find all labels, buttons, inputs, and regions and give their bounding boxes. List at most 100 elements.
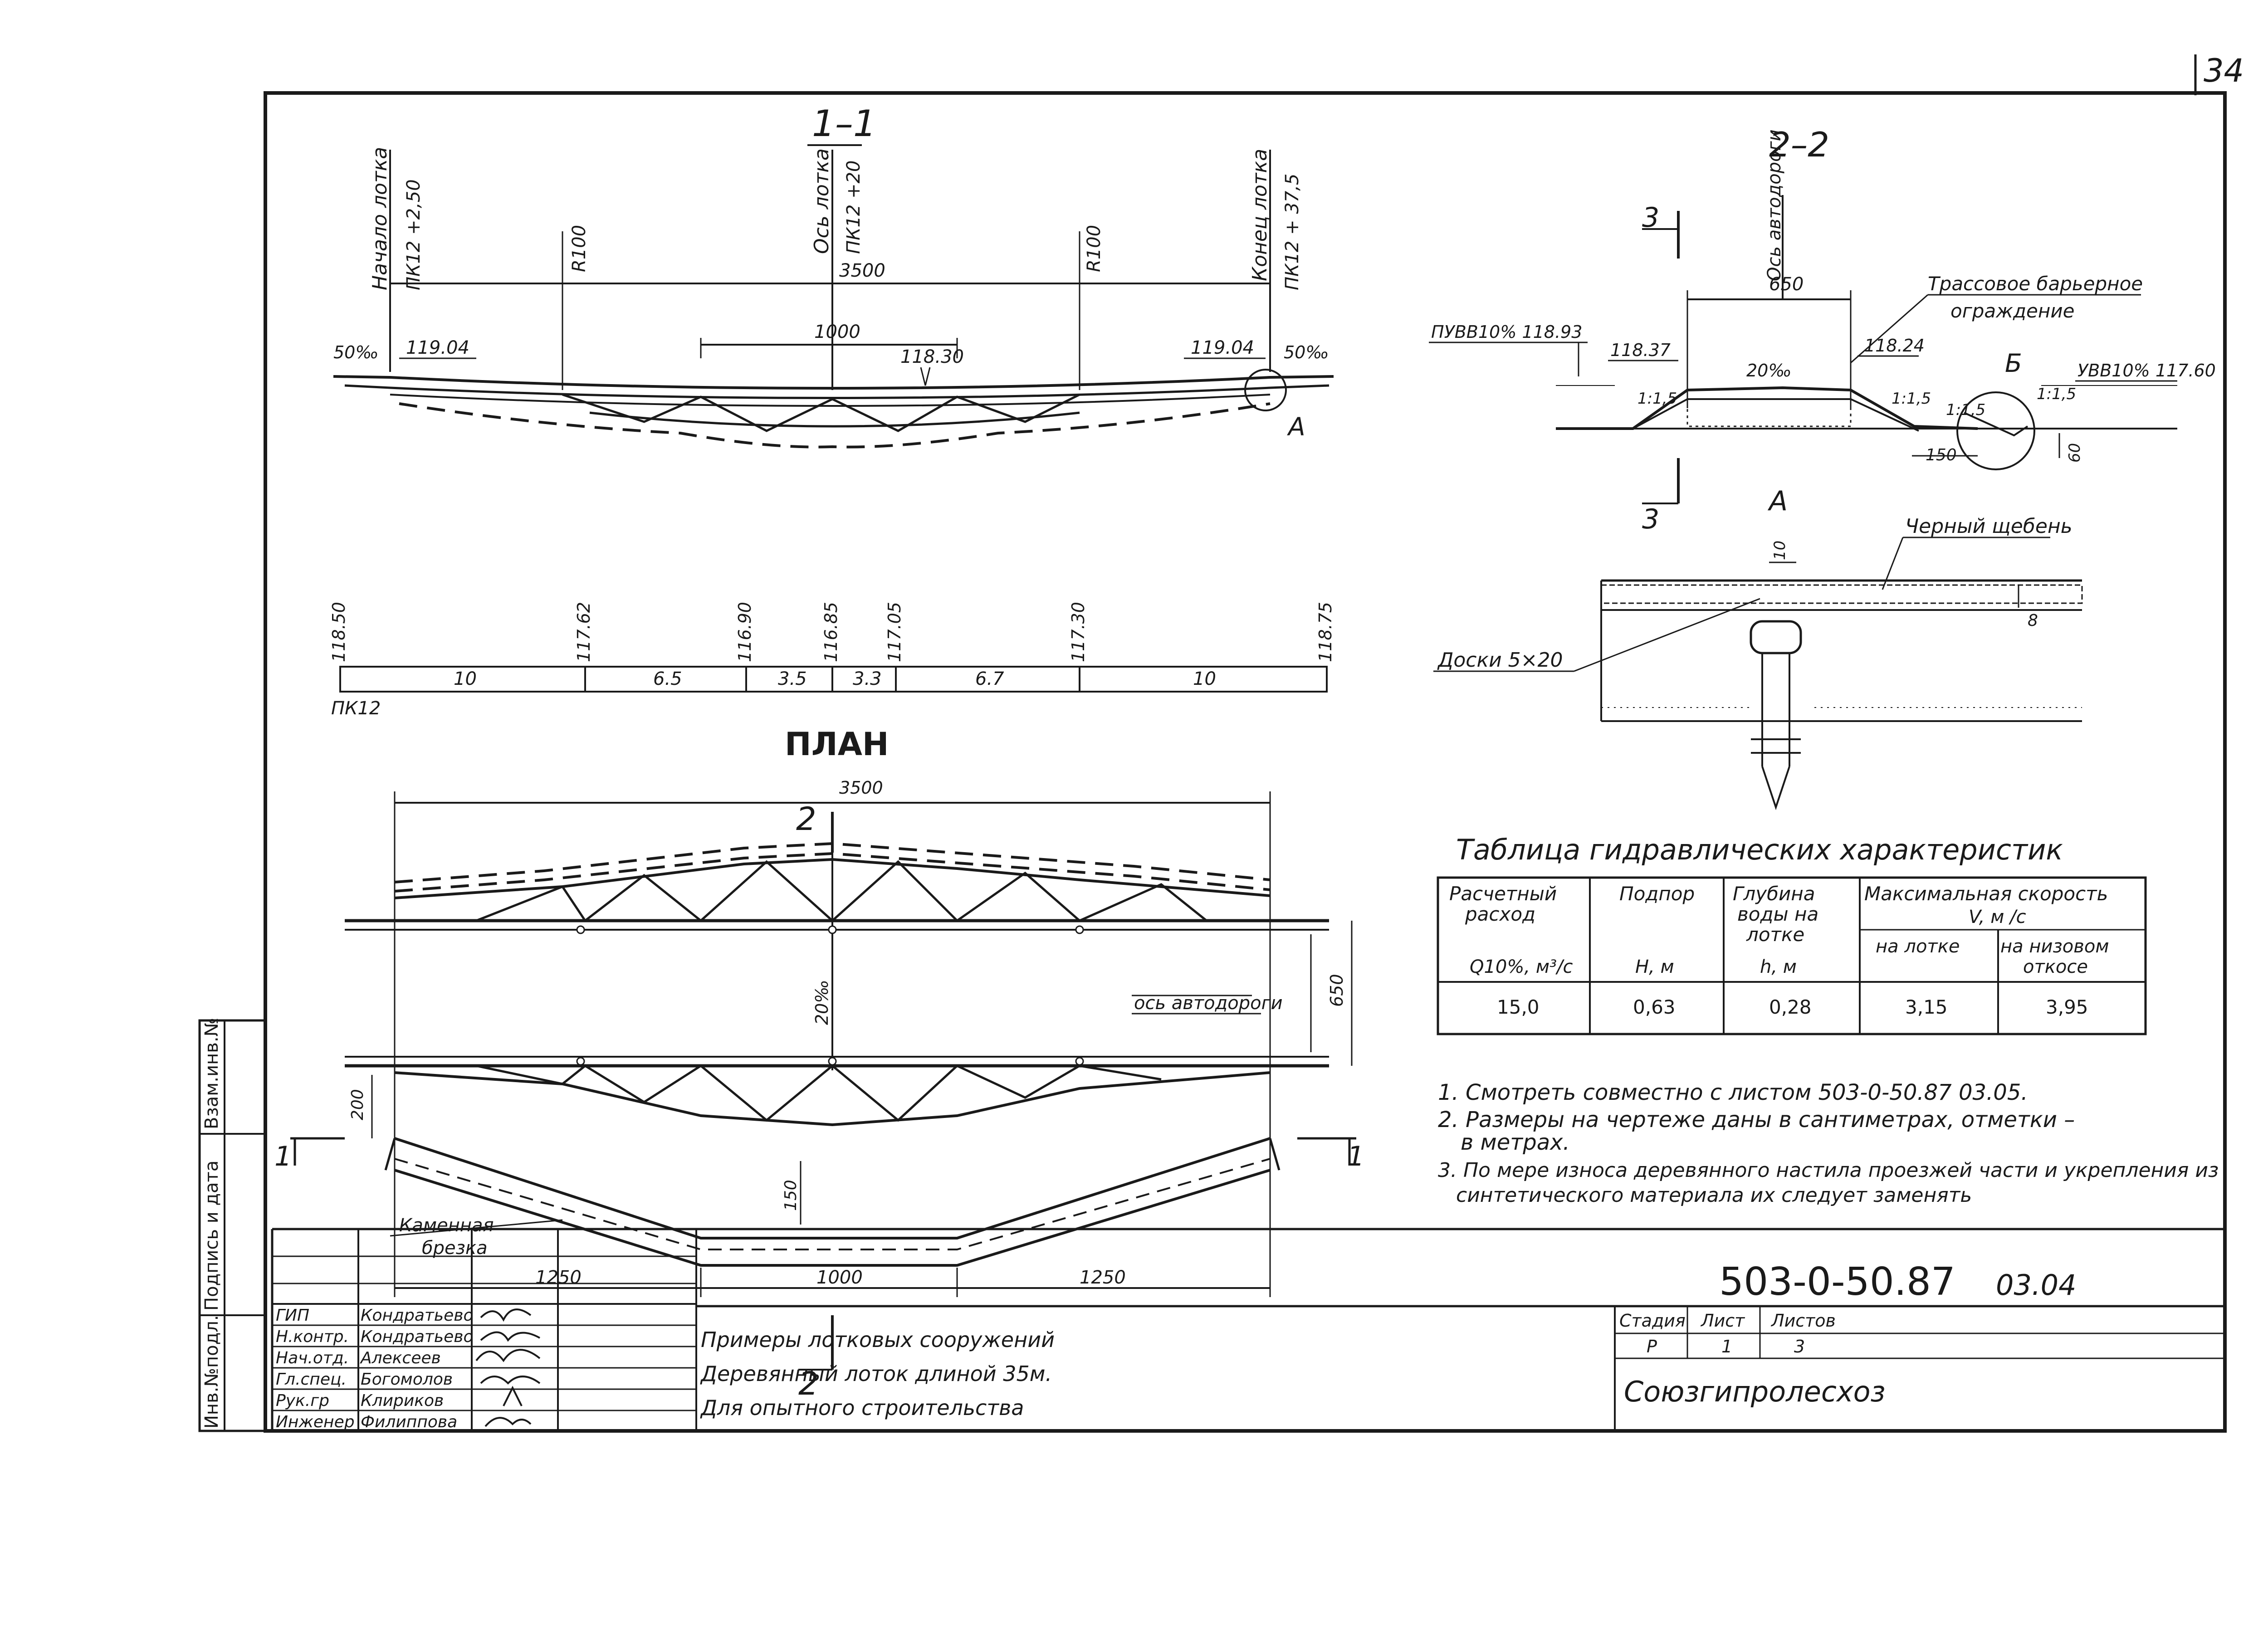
stamp-name-3: Алексеев — [360, 1349, 441, 1367]
plan-road-axis: ось автодороги — [1134, 993, 1283, 1014]
elev-right: 119.04 — [1191, 337, 1254, 358]
section-2-2: 2–2 3 3 Ось автодороги 650 Трассовое бар… — [1429, 125, 2216, 535]
stamp-code-suffix: 03.04 — [1996, 1269, 2077, 1302]
elev-218-24: 118.24 — [1864, 336, 1925, 356]
section-1-1-title: 1–1 — [812, 102, 876, 145]
stamp-name-1: Кондратьево — [361, 1306, 474, 1325]
table-val-v1: 3,15 — [1905, 996, 1948, 1018]
detail-boards: Доски 5×20 — [1437, 649, 1563, 672]
note-2b: в метрах. — [1461, 1130, 1570, 1155]
stamp-code: 503-0-50.87 — [1719, 1259, 1955, 1304]
cut-mark-left: 1 — [274, 1141, 292, 1172]
stamp-sheet-h: Лист — [1700, 1311, 1745, 1331]
section-2-2-title: 2–2 — [1769, 125, 1829, 165]
start-pk: ПК12 +2,50 — [403, 179, 424, 290]
profile-strip: 118.50 117.62 116.90 116.85 117.05 117.3… — [329, 602, 1335, 719]
sheet-number: 34 — [2204, 52, 2244, 89]
table-val-depth: 0,28 — [1769, 996, 1812, 1018]
elev-218-37: 118.37 — [1610, 340, 1671, 360]
profile-elev-2: 117.62 — [574, 602, 594, 662]
node-a-22: А — [1767, 485, 1788, 517]
axis-label: Ось лотка — [810, 148, 833, 254]
stamp-stage: Р — [1647, 1337, 1657, 1357]
slope-right: 50‰ — [1284, 342, 1329, 362]
section-2-2-width: 650 — [1769, 274, 1804, 295]
stamp-name-5: Клириков — [361, 1391, 444, 1410]
profile-dist-3: 3.5 — [778, 669, 807, 689]
side-stamp-inv: Инв.№подл. — [201, 1315, 222, 1429]
table-h1-sub: Q10%, м³/с — [1470, 956, 1573, 977]
plan-view: ПЛАН 3500 2 20‰ ось автодороги 650 — [274, 726, 1364, 1402]
profile-dist-1: 10 — [454, 669, 477, 689]
table-h4a: на лотке — [1876, 936, 1960, 957]
table-h4d: откосе — [2023, 956, 2088, 977]
table-h4b: V, м /с — [1969, 907, 2026, 927]
detail-a: 10 Черный щебень 8 Доски 5×20 — [1433, 515, 2083, 810]
plan-width: 650 — [1327, 974, 1347, 1007]
stamp-name-4: Богомолов — [361, 1370, 453, 1389]
plan-section-top: 2 — [796, 800, 816, 838]
stamp-title-2: Деревянный лоток длиной 35м. — [700, 1361, 1052, 1386]
note-3b: синтетического материала их следует заме… — [1456, 1184, 1972, 1207]
plan-dim-200: 200 — [348, 1089, 367, 1120]
table-h3c: лотке — [1746, 923, 1804, 946]
plan-dim-150: 150 — [782, 1180, 800, 1211]
stamp-role-4: Гл.спец. — [276, 1370, 347, 1389]
barrier-line-1: Трассовое барьерное — [1928, 273, 2143, 295]
plan-dim-1250-right: 1250 — [1080, 1267, 1126, 1288]
plan-dim-1000: 1000 — [816, 1267, 863, 1288]
profile-elev-4: 116.85 — [821, 602, 841, 662]
radius-right: R100 — [1084, 225, 1105, 272]
profile-dist-2: 6.5 — [653, 669, 682, 689]
profile-dist-5: 6.7 — [975, 669, 1004, 689]
sheet-frame — [264, 91, 2227, 1433]
elev-left: 119.04 — [406, 337, 469, 358]
table-h3-sub: h, м — [1760, 956, 1797, 977]
end-label: Конец лотка — [1248, 149, 1271, 281]
table-val-v2: 3,95 — [2046, 996, 2088, 1018]
table-h3b: воды на — [1737, 903, 1818, 925]
table-h1b: расход — [1465, 903, 1535, 925]
plan-title: ПЛАН — [785, 726, 889, 763]
plan-section-bottom: 2 — [798, 1365, 819, 1402]
detail-dim-8: 8 — [2028, 611, 2038, 630]
stamp-name-6: Филиппова — [361, 1413, 457, 1431]
section-1-1: 1–1 Начало лотка ПК12 +2,50 Ось лотка ПК… — [333, 102, 1334, 449]
stamp-role-2: Н.контр. — [276, 1327, 349, 1346]
stamp-sheets-h: Листов — [1770, 1311, 1836, 1331]
stamp-sheets: 3 — [1794, 1337, 1805, 1357]
plan-stone-label-1: Каменная — [399, 1215, 494, 1236]
profile-dist-6: 10 — [1193, 669, 1216, 689]
stamp-role-3: Нач.отд. — [276, 1349, 349, 1367]
slope-b2: 1:1,5 — [2037, 385, 2076, 403]
table-val-q: 15,0 — [1497, 996, 1540, 1018]
side-stamp-sign: Подпись и дата — [201, 1161, 222, 1311]
radius-left: R100 — [569, 225, 590, 272]
end-pk: ПК12 + 37,5 — [1282, 174, 1303, 290]
node-b-label: Б — [2005, 349, 2022, 378]
section-2-2-slope: 20‰ — [1746, 361, 1792, 381]
section-2-2-cut-bottom: 3 — [1642, 503, 1659, 535]
stamp-sheet: 1 — [1721, 1337, 1732, 1357]
stamp-name-2: Кондратьево — [361, 1327, 474, 1346]
uvv-label: УВВ10% 117.60 — [2077, 361, 2216, 381]
start-label: Начало лотка — [368, 147, 391, 290]
stamp-role-1: ГИП — [276, 1306, 309, 1325]
profile-elev-6: 117.30 — [1068, 602, 1088, 662]
barrier-line-2: ограждение — [1950, 300, 2074, 322]
plan-slope: 20‰ — [812, 980, 832, 1025]
table-val-h: 0,63 — [1633, 996, 1676, 1018]
stamp-stage-h: Стадия — [1619, 1311, 1686, 1331]
table-h4c: на низовом — [2000, 936, 2109, 957]
note-2: 2. Размеры на чертеже даны в сантиметрах… — [1438, 1107, 2075, 1132]
dim-150-22: 150 — [1926, 446, 1957, 464]
table-h4: Максимальная скорость — [1864, 883, 2108, 905]
dim-60-22: 60 — [2066, 443, 2084, 463]
puvv-label: ПУВВ10% 118.93 — [1431, 322, 1582, 342]
profile-elev-1: 118.50 — [329, 602, 349, 662]
stamp-org: Союзгипролесхоз — [1624, 1375, 1886, 1408]
notes: 1. Смотреть совместно с листом 503-0-50.… — [1438, 1080, 2219, 1207]
note-1: 1. Смотреть совместно с листом 503-0-50.… — [1438, 1080, 2028, 1105]
stamp-title-3: Для опытного строительства — [700, 1396, 1024, 1420]
